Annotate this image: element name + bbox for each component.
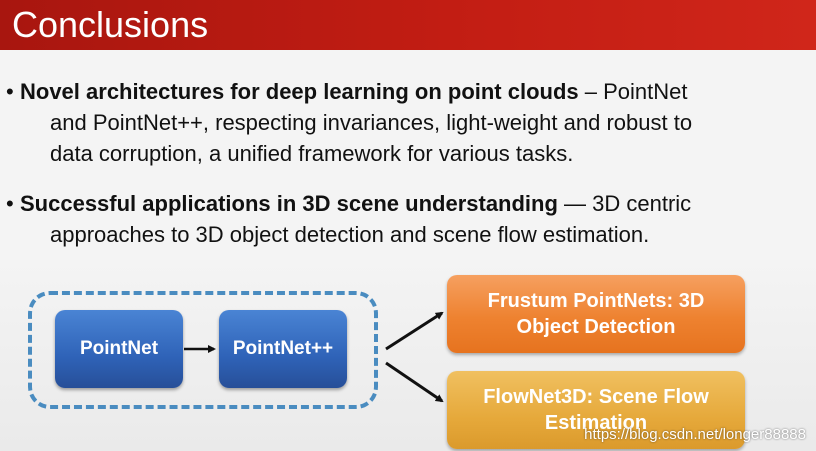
frustum-line-1: Frustum PointNets: 3D	[487, 290, 705, 312]
flownet3d-box: FlowNet3D: Scene Flow Estimation	[447, 371, 745, 449]
bullet-dot: •	[6, 191, 14, 216]
bullet-dot: •	[6, 79, 14, 104]
pointnet-label: PointNet	[79, 338, 159, 359]
bullet-2-line-2: approaches to 3D object detection and sc…	[50, 222, 650, 247]
pointnet-box: PointNet	[55, 310, 183, 388]
watermark-url: https://blog.csdn.net/longer88888	[584, 426, 806, 443]
pointnetpp-label: PointNet++	[232, 338, 334, 359]
bullet-1-line-1-rest: – PointNet	[578, 79, 688, 104]
bullet-2-line-1: Successful applications in 3D scene unde…	[20, 188, 810, 219]
bullet-1-line-2: and PointNet++, respecting invariances, …	[50, 110, 693, 135]
slide-title: Conclusions	[12, 4, 209, 45]
pointnetpp-box: PointNet++	[219, 310, 347, 388]
arrow-to-flownet	[385, 361, 444, 403]
bullet-2-line-1-rest: — 3D centric	[557, 191, 692, 216]
frustum-line-2: Object Detection	[516, 316, 676, 338]
slide-header-bar: Conclusions	[0, 0, 816, 50]
frustum-pointnets-box: Frustum PointNets: 3D Object Detection	[447, 275, 745, 353]
flownet-line-2: Estimation	[544, 412, 648, 434]
arrow-to-frustum	[385, 311, 444, 351]
flownet-line-1: FlowNet3D: Scene Flow	[483, 386, 709, 408]
bullet-1-text: Novel architectures for deep learning on…	[20, 76, 810, 169]
bullet-2-text: Successful applications in 3D scene unde…	[20, 188, 810, 250]
bullet-1-line-3: data corruption, a unified framework for…	[50, 141, 574, 166]
pointnet-group-dashed-outline	[28, 291, 378, 409]
bullet-2-bold: Successful applications in 3D scene unde…	[20, 191, 558, 216]
bullet-1-line-1: Novel architectures for deep learning on…	[20, 76, 810, 107]
bullet-1-bold: Novel architectures for deep learning on…	[20, 79, 579, 104]
